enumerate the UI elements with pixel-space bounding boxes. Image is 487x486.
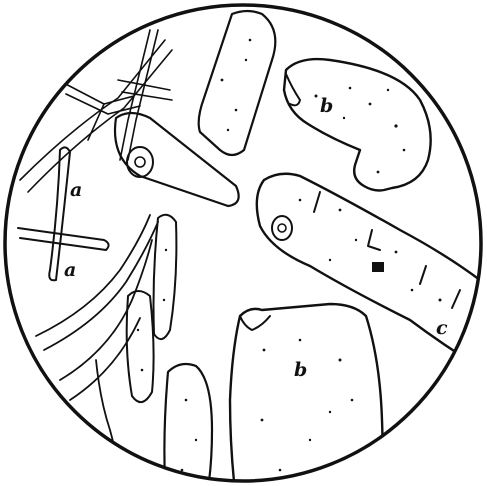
strand-a-lower [18,228,109,250]
curved-strands [36,215,158,486]
cell-b-lower-fold [240,316,270,330]
label-c-right: c [436,317,448,339]
nucleolus-left [135,157,145,167]
cell-lower-center [164,364,212,486]
nucleolus-right [278,224,286,232]
strand-vertical-middle [154,215,177,339]
cell-slanted-top [199,11,276,155]
cell-c-segment-lines [314,192,460,308]
cell-diagonal-nucleated [115,113,239,206]
cell-b-lower [230,304,383,486]
label-a-lower: a [64,259,76,281]
cell-c-dark-granule [372,262,384,272]
nucleus-right [272,216,292,240]
field-of-view-border [5,5,481,481]
label-b-upper: b [320,95,333,117]
nucleus-left [127,147,153,177]
cell-short-cylinder [127,291,154,402]
label-b-lower: b [294,359,307,381]
label-a-upper: a [70,179,82,201]
cell-c-segmented [257,174,487,380]
cell-b-upper [284,59,431,190]
